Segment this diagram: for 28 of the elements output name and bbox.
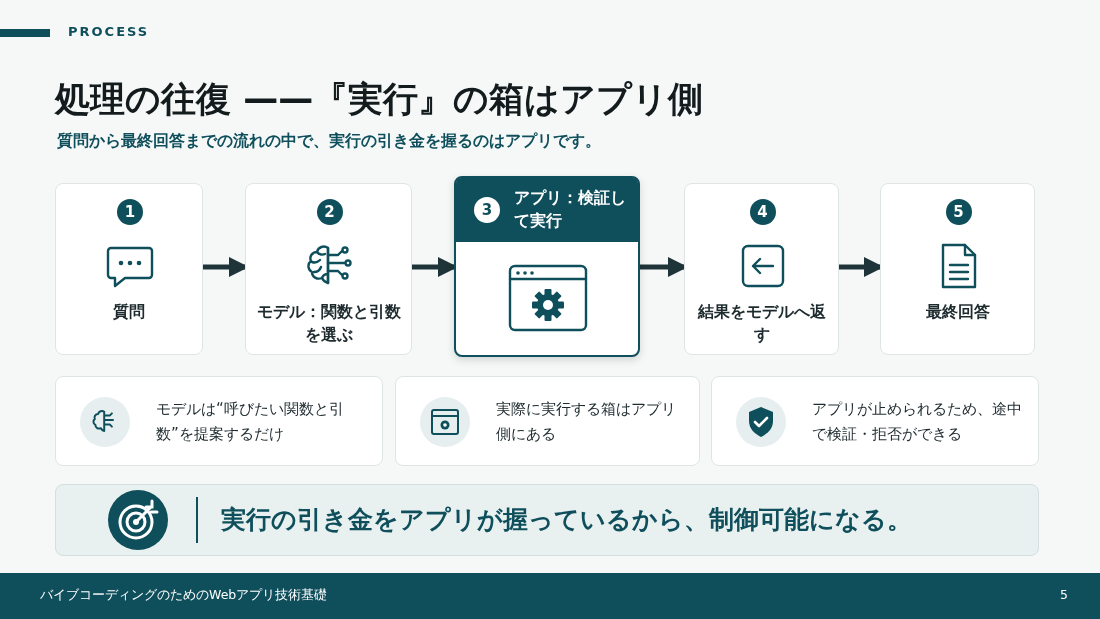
step-number: 1 [117,199,143,225]
section-label: PROCESS [68,24,150,39]
step-label: 質問 [112,301,146,323]
slide-title: 処理の往復 ——『実行』の箱はアプリ側 [55,78,704,121]
step-card [454,176,640,357]
step-label: 結果をモデルへ返す [696,301,827,347]
step-number: 5 [945,199,972,225]
card-text: モデルは“呼びたい関数と引数”を提案するだけ [156,399,345,445]
page-number: 5 [1060,587,1068,602]
footer-text: バイブコーディングのためのWebアプリ技術基礎 [40,587,328,604]
step-number: 3 [474,197,500,223]
subtitle: 質問から最終回答までの流れの中で、実行の引き金を握るのはアプリです。 [57,131,601,152]
step-label: モデル：関数と引数を選ぶ [256,301,401,347]
step-card [245,183,412,355]
card-text: アプリが止められるため、途中で検証・拒否ができる [812,399,1022,445]
message-banner [55,484,1039,556]
step-card [684,183,839,355]
key-message: 実行の引き金をアプリが握っているから、制御可能になる。 [221,504,912,536]
info-card [55,376,383,466]
step-number: 2 [316,199,343,225]
info-card [395,376,700,466]
step-label: 最終回答 [924,301,991,323]
card-text: 実際に実行する箱はアプリ側にある [496,399,677,445]
step-card [880,183,1035,355]
step-number: 4 [749,199,776,225]
info-card [711,376,1039,466]
step-label: アプリ：検証して実行 [514,187,627,233]
step-card [55,183,203,355]
